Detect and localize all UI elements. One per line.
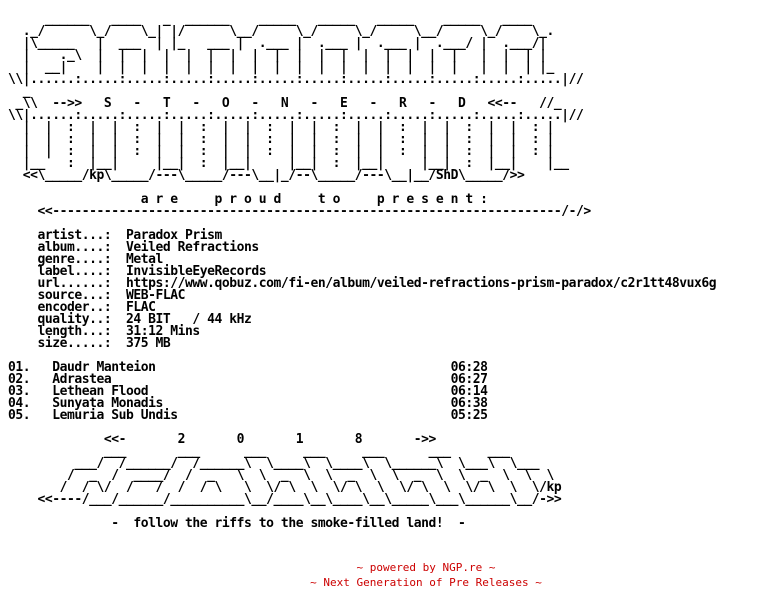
tagline: - follow the riffs to the smoke-filled l…	[8, 516, 466, 531]
logo-art-line: <<\_____/kp\_____/---\_____/---\__|_/--\…	[8, 168, 525, 183]
logo-name-line: _\\ -->> S - T - O - N - E - R - D <<-- …	[8, 96, 562, 111]
logo-art-line: \\|......:.....:.....:.....:.....:.....:…	[8, 108, 584, 123]
release-info-row: artist...: Paradox Prism	[8, 228, 223, 243]
logo-art-line: \\|......:.....:.....:.....:.....:.....:…	[8, 72, 584, 87]
logo-art-line: | | : | | : | | : | | : | | : | | : | | …	[8, 120, 555, 135]
release-info-row: label....: InvisibleEyeRecords	[8, 264, 267, 279]
track-row: 01. Daudr Manteion 06:28	[8, 360, 488, 375]
year-line: <<- 2 0 1 8 ->>	[8, 432, 436, 447]
track-row: 04. Sunyata Monadis 06:38	[8, 396, 488, 411]
nfo-art: ______ ____ _ ______ _____ _____ _____ _…	[8, 12, 717, 531]
release-info-row: source...: WEB-FLAC	[8, 288, 186, 303]
track-row: 02. Adrastea 06:27	[8, 372, 488, 387]
release-info-row: quality..: 24 BIT / 44 kHz	[8, 312, 252, 327]
year-art-line: ___/ /______/ /______\ \____\ \____\ \__…	[8, 456, 540, 471]
logo-art-line: _	[8, 84, 31, 99]
year-art-line: <<----/___/______/__________\__/____\__\…	[8, 492, 562, 507]
footer-powered-by: ~ powered by NGP.re ~	[356, 561, 496, 574]
year-art-line: / / \/ / / / / \ \ \/ \ \ \/ \ \ \/ \ \ …	[8, 480, 562, 495]
track-row: 05. Lemuria Sub Undis 05:25	[8, 408, 488, 423]
logo-art-line: ._/ \_/ \_| |/ \__/ \_/ \_/ \__/ \_/ \_.	[8, 24, 555, 39]
logo-art-line: | | : | | : | | : | | : | | : | | : | | …	[8, 144, 555, 159]
divider-line: <<--------------------------------------…	[8, 204, 592, 219]
logo-art-line: | __| | | | | | | | | | | | | | | | | | …	[8, 60, 555, 75]
year-art-line: ___ ___ ___ ___ ___ ___ ___	[8, 444, 510, 459]
logo-art-line: ______ ____ _ ______ _____ _____ _____ _…	[8, 12, 532, 27]
release-info-row: length...: 31:12 Mins	[8, 324, 201, 339]
logo-art-line: |\_____ | ___ | |_ ___ | .___ | .___ | .…	[8, 36, 547, 51]
logo-art-line: | ._\ | | | | | | | | | | | | | | | | | …	[8, 48, 547, 63]
release-info-row: album....: Veiled Refractions	[8, 240, 260, 255]
logo-art-line: |__ : |__| |__| : |__| |__| : |__| |__| …	[8, 156, 569, 171]
present-heading: a r e p r o u d t o p r e s e n t :	[8, 192, 488, 207]
release-info-row: genre....: Metal	[8, 252, 164, 267]
release-info-row: size.....: 375 MB	[8, 336, 171, 351]
year-art-line: / _ / ____/ / _ \ \ _ \ \ _ \ \ _ \ \ _ …	[8, 468, 554, 483]
track-row: 03. Lethean Flood 06:14	[8, 384, 488, 399]
release-info-row: url......: https://www.qobuz.com/fi-en/a…	[8, 276, 717, 291]
release-info-row: encoder..: FLAC	[8, 300, 156, 315]
footer-tagline: ~ Next Generation of Pre Releases ~	[310, 576, 542, 589]
logo-art-line: | | : | | : | | : | | : | | : | | : | | …	[8, 132, 555, 147]
